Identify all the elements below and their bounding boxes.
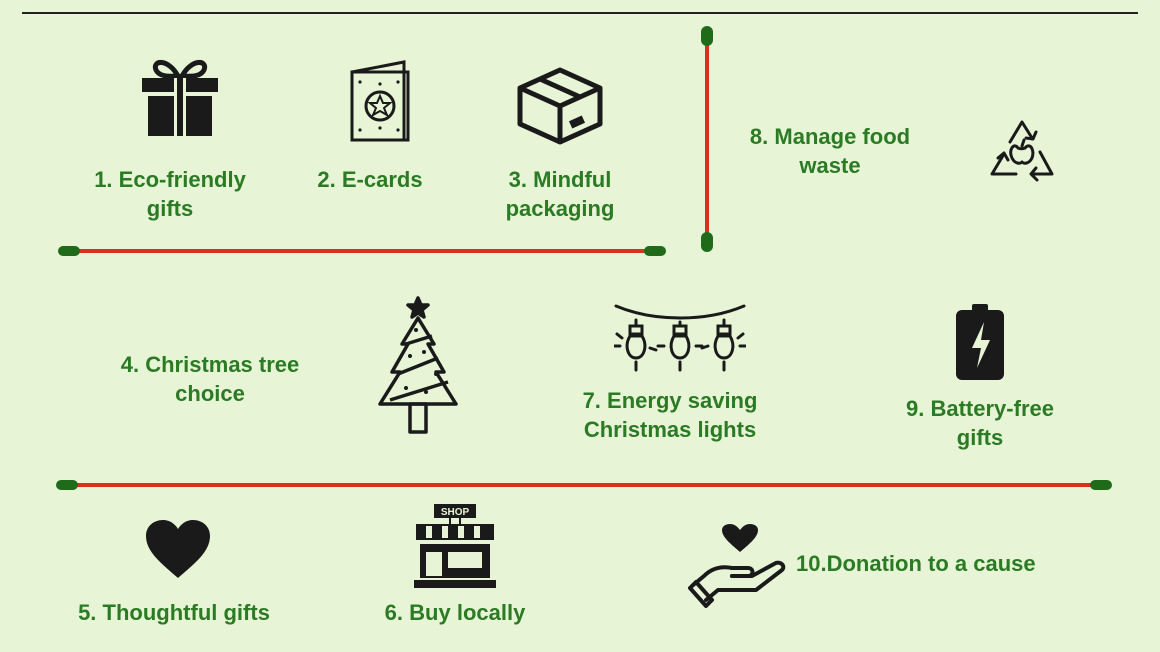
battery-icon xyxy=(952,302,1008,382)
package-box-icon xyxy=(514,66,606,146)
divider-vertical xyxy=(705,34,709,242)
donation-hand-heart-icon xyxy=(688,524,788,608)
divider-cap xyxy=(701,232,713,252)
top-rule xyxy=(22,12,1138,14)
greeting-card-icon xyxy=(346,60,416,144)
item-label-buy-locally: 6. Buy locally xyxy=(384,600,526,625)
gift-icon xyxy=(138,54,222,138)
divider-row1 xyxy=(66,249,656,253)
recycle-icon xyxy=(980,108,1070,192)
divider-cap xyxy=(58,246,80,256)
divider-cap xyxy=(701,26,713,46)
divider-cap xyxy=(1090,480,1112,490)
item-label-thoughtful-gifts: 5. Thoughtful gifts xyxy=(78,600,270,625)
item-label-e-cards: 2. E-cards xyxy=(317,167,423,192)
christmas-tree-icon xyxy=(376,296,460,436)
divider-cap xyxy=(644,246,666,256)
shop-sign-text: SHOP xyxy=(441,507,470,518)
heart-icon xyxy=(144,518,212,580)
divider-cap xyxy=(56,480,78,490)
shop-icon: SHOP xyxy=(412,502,498,590)
string-lights-icon xyxy=(614,298,746,378)
divider-row2 xyxy=(64,483,1104,487)
item-label-donation-to-a-cause: 10.Donation to a cause xyxy=(796,551,1036,576)
